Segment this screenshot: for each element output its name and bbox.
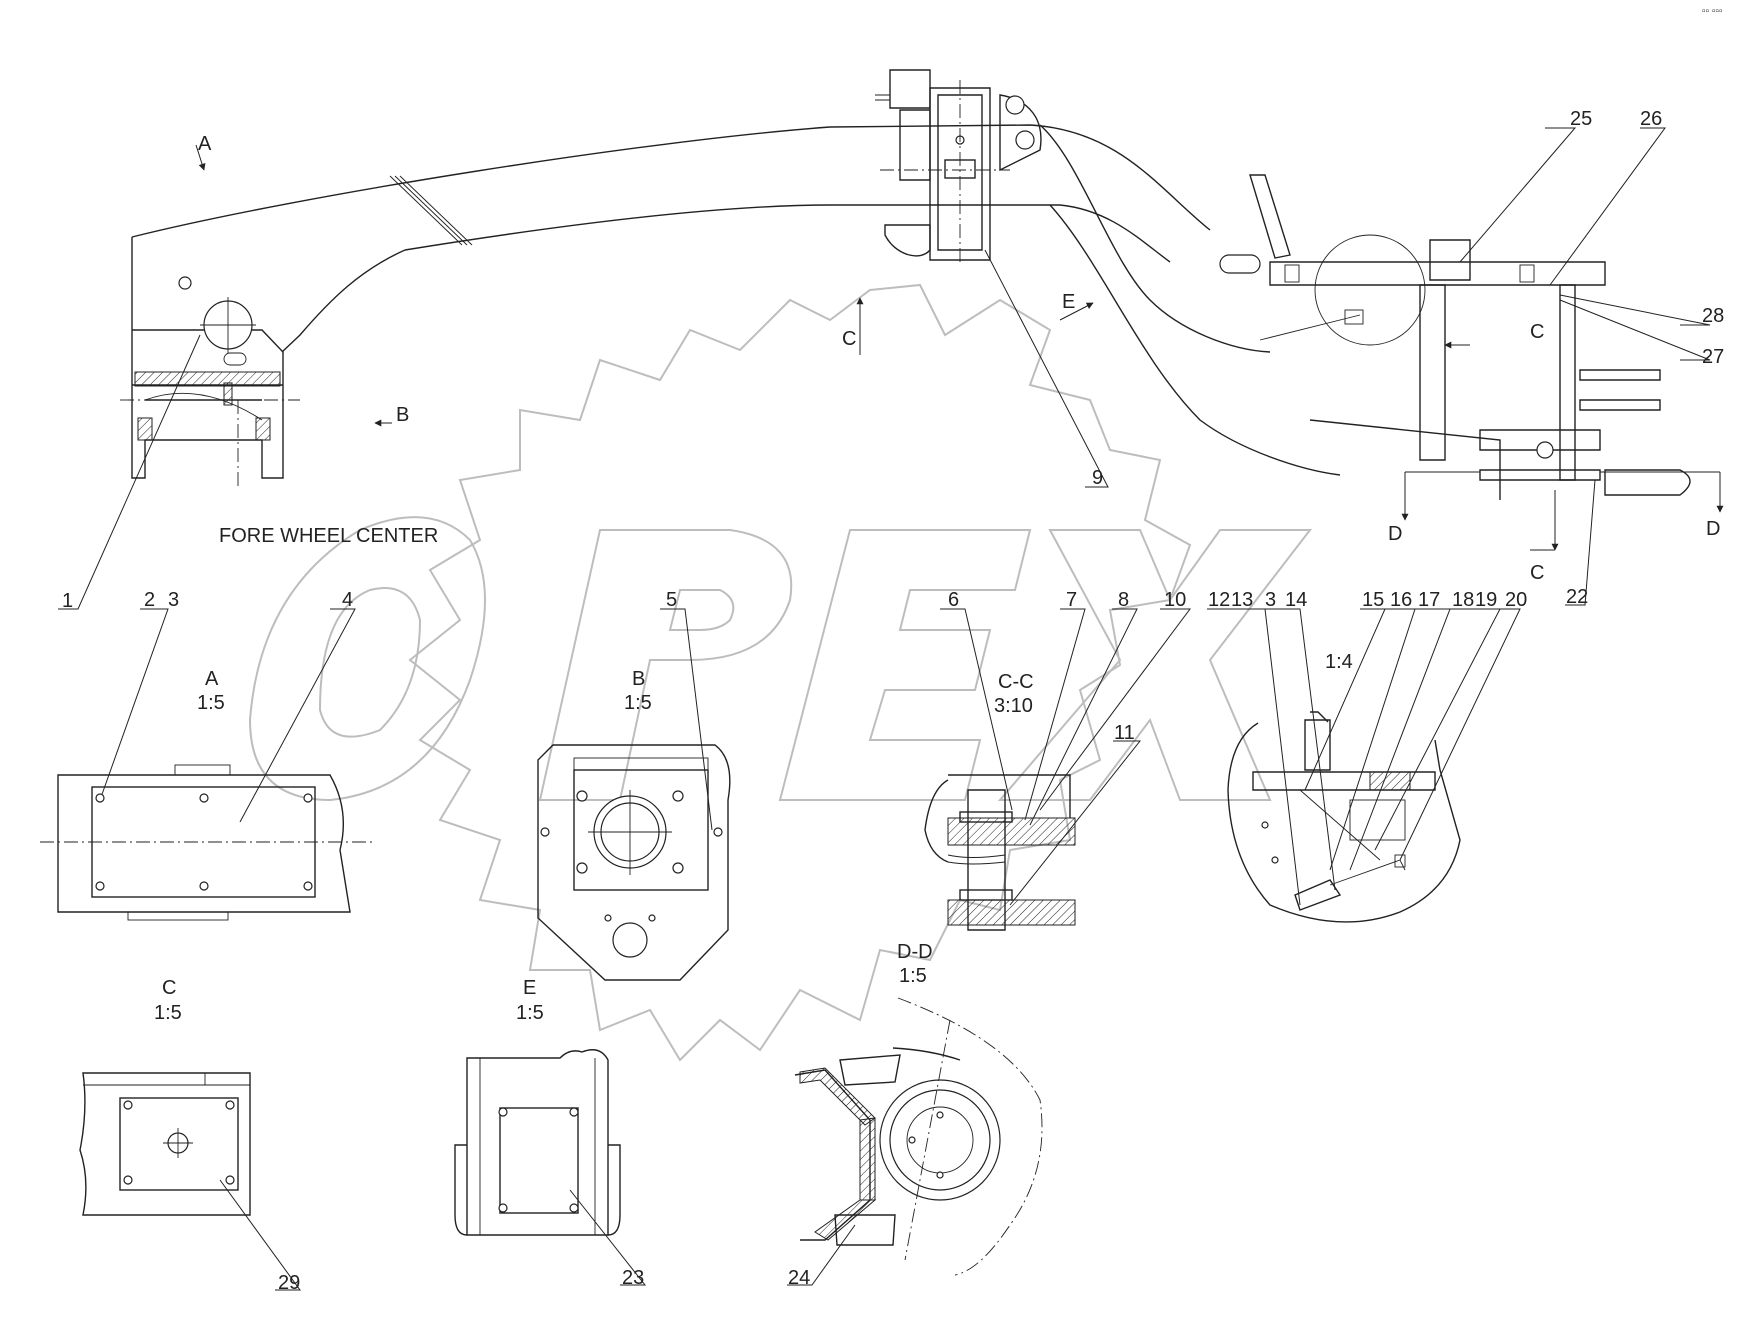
leader-lines — [58, 127, 1711, 1291]
view-e-scale: 1:5 — [516, 1002, 544, 1024]
view-e: E 1:5 — [454, 977, 621, 1236]
callout-23: 23 — [622, 1267, 644, 1289]
section-cc-name: C-C — [998, 671, 1034, 693]
view-arrow-e: E — [1062, 291, 1075, 313]
watermark-letter-o — [248, 516, 486, 802]
callout-4: 4 — [342, 589, 353, 611]
section-d-d: D-D 1:5 — [794, 941, 1043, 1276]
view-a-scale: 1:5 — [197, 692, 225, 714]
callout-26: 26 — [1640, 108, 1662, 130]
callout-15: 15 — [1362, 589, 1384, 611]
section-cc-scale: 3:10 — [994, 695, 1033, 717]
callout-5: 5 — [666, 589, 677, 611]
view-b: B 1:5 — [537, 668, 731, 981]
callout-20: 20 — [1505, 589, 1527, 611]
view-b-scale: 1:5 — [624, 692, 652, 714]
callout-3-view-a: 3 — [168, 589, 179, 611]
callout-25: 25 — [1570, 108, 1592, 130]
detail-scale: 1:4 — [1325, 651, 1353, 673]
callout-9: 9 — [1092, 467, 1103, 489]
callout-18: 18 — [1452, 589, 1474, 611]
detail-1-4: 1:4 — [1227, 651, 1461, 923]
view-a: A 1:5 — [40, 668, 375, 921]
callout-12: 12 — [1208, 589, 1230, 611]
watermark-gear — [408, 283, 1192, 1062]
callout-1: 1 — [62, 590, 73, 612]
section-dd-name: D-D — [897, 941, 933, 963]
callout-numbers: 1 2 3 4 5 6 7 8 9 10 11 12 13 3 14 15 16… — [62, 108, 1724, 1294]
callout-24: 24 — [788, 1267, 810, 1289]
main-frame-view — [120, 69, 1724, 551]
section-c-c: C-C 3:10 — [924, 671, 1076, 931]
callout-17: 17 — [1418, 589, 1440, 611]
view-arrow-d-right: D — [1706, 518, 1720, 540]
watermark-letter-e — [778, 529, 1032, 801]
callout-11: 11 — [1114, 722, 1135, 744]
callout-2: 2 — [144, 589, 155, 611]
corner-mark: ▫▫ ▫▫▫ — [1702, 6, 1723, 17]
view-a-name: A — [205, 668, 219, 690]
callout-13: 13 — [1231, 589, 1253, 611]
fore-wheel-center-label: FORE WHEEL CENTER — [219, 525, 438, 547]
view-e-name: E — [523, 977, 536, 999]
callout-27: 27 — [1702, 346, 1724, 368]
callout-19: 19 — [1475, 589, 1497, 611]
callout-29: 29 — [278, 1272, 300, 1294]
callout-10: 10 — [1164, 589, 1186, 611]
watermark-letter-x — [997, 529, 1313, 801]
callout-3-detail: 3 — [1265, 589, 1276, 611]
callout-8: 8 — [1118, 589, 1129, 611]
watermark-logo — [248, 283, 1313, 1062]
view-c: C 1:5 — [79, 977, 251, 1216]
view-arrow-d-left: D — [1388, 523, 1402, 545]
callout-16: 16 — [1390, 589, 1412, 611]
view-b-name: B — [632, 668, 645, 690]
view-arrow-c-right: C — [1530, 321, 1544, 343]
view-arrow-b: B — [396, 404, 409, 426]
view-arrow-c-top: C — [842, 328, 856, 350]
view-c-name: C — [162, 977, 176, 999]
callout-22: 22 — [1566, 586, 1588, 608]
callout-14: 14 — [1285, 589, 1307, 611]
section-dd-scale: 1:5 — [899, 965, 927, 987]
view-c-scale: 1:5 — [154, 1002, 182, 1024]
watermark-letter-p — [538, 529, 793, 801]
callout-28: 28 — [1702, 305, 1724, 327]
callout-7: 7 — [1066, 589, 1077, 611]
view-arrow-a: A — [198, 133, 212, 155]
view-arrow-c-bottom: C — [1530, 562, 1544, 584]
callout-6: 6 — [948, 589, 959, 611]
